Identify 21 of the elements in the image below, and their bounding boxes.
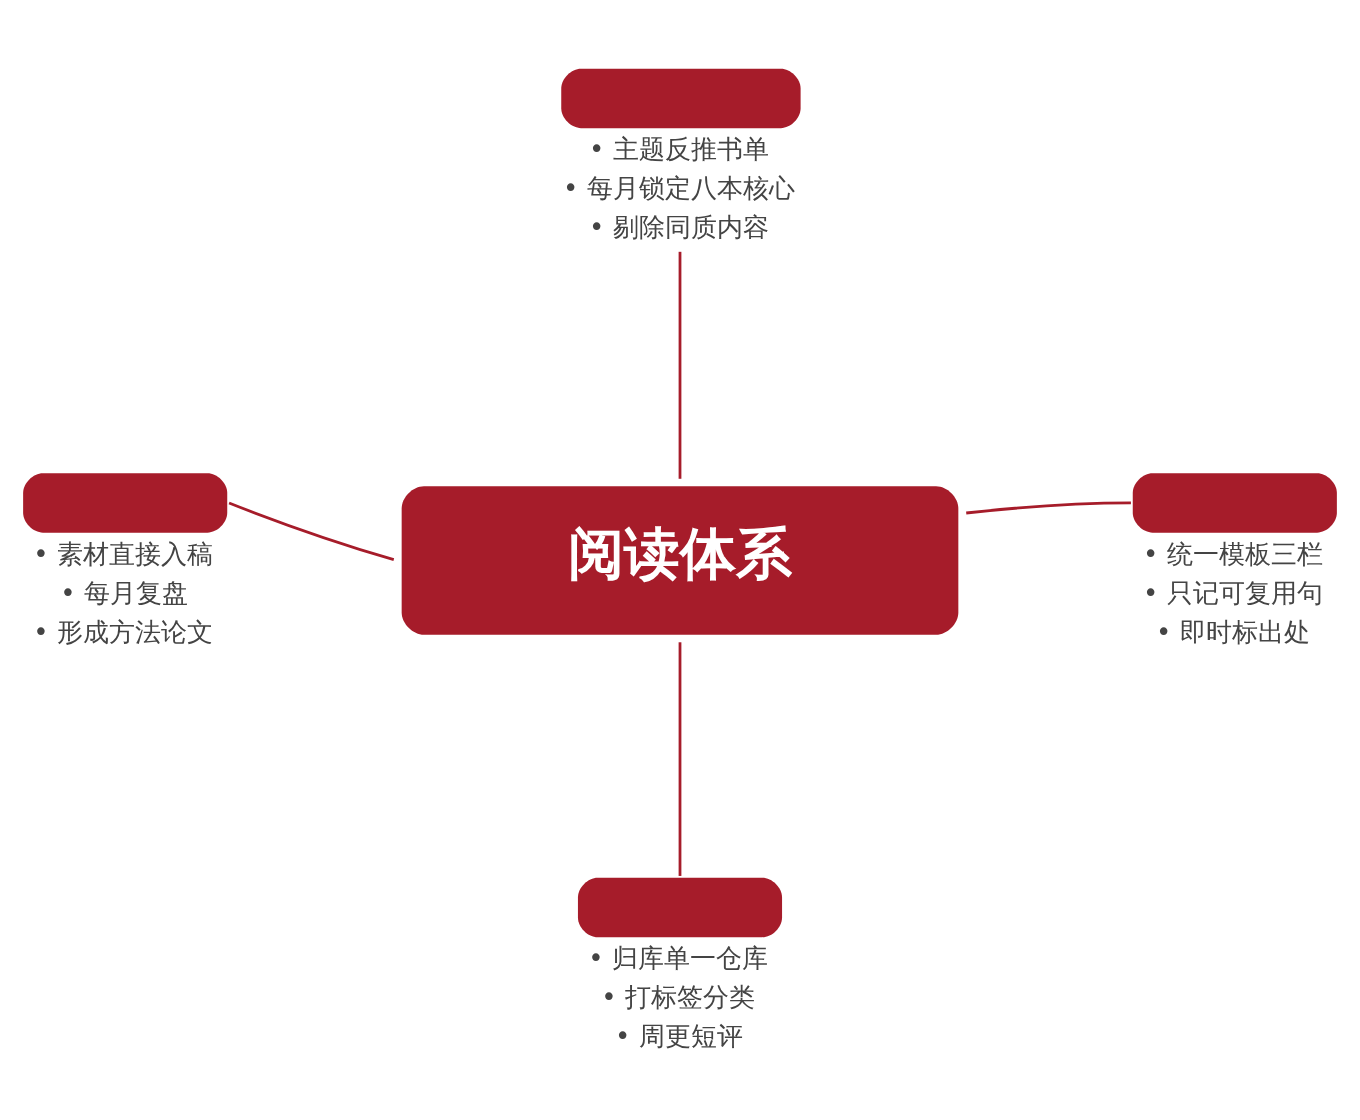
node-label: • 打标签分类 [601, 981, 755, 1012]
connector [678, 641, 682, 876]
node-label: • 剔除同质内容 [589, 211, 769, 242]
node-box: 阅读体系 [401, 485, 959, 635]
node-label: • 主题反推书单 [589, 133, 769, 164]
node-label: • 即时标出处 [1155, 616, 1310, 647]
node-box [23, 472, 228, 533]
connector [966, 501, 1131, 514]
node-box [577, 877, 783, 937]
connector [678, 251, 682, 479]
node-label: • 归库单一仓库 [588, 942, 768, 973]
node-label: • 只记可复用句 [1142, 577, 1323, 608]
node-box [1132, 472, 1337, 533]
node-box [561, 68, 801, 128]
node-label: • 每月复盘 [60, 577, 188, 608]
node-label: • 统一模板三栏 [1142, 538, 1323, 569]
node-label: • 周更短评 [615, 1020, 743, 1051]
node-label: • 每月锁定八本核心 [563, 172, 795, 203]
connector [228, 501, 395, 561]
node-label: • 素材直接入稿 [33, 538, 213, 569]
node-label: • 形成方法论文 [33, 616, 213, 647]
